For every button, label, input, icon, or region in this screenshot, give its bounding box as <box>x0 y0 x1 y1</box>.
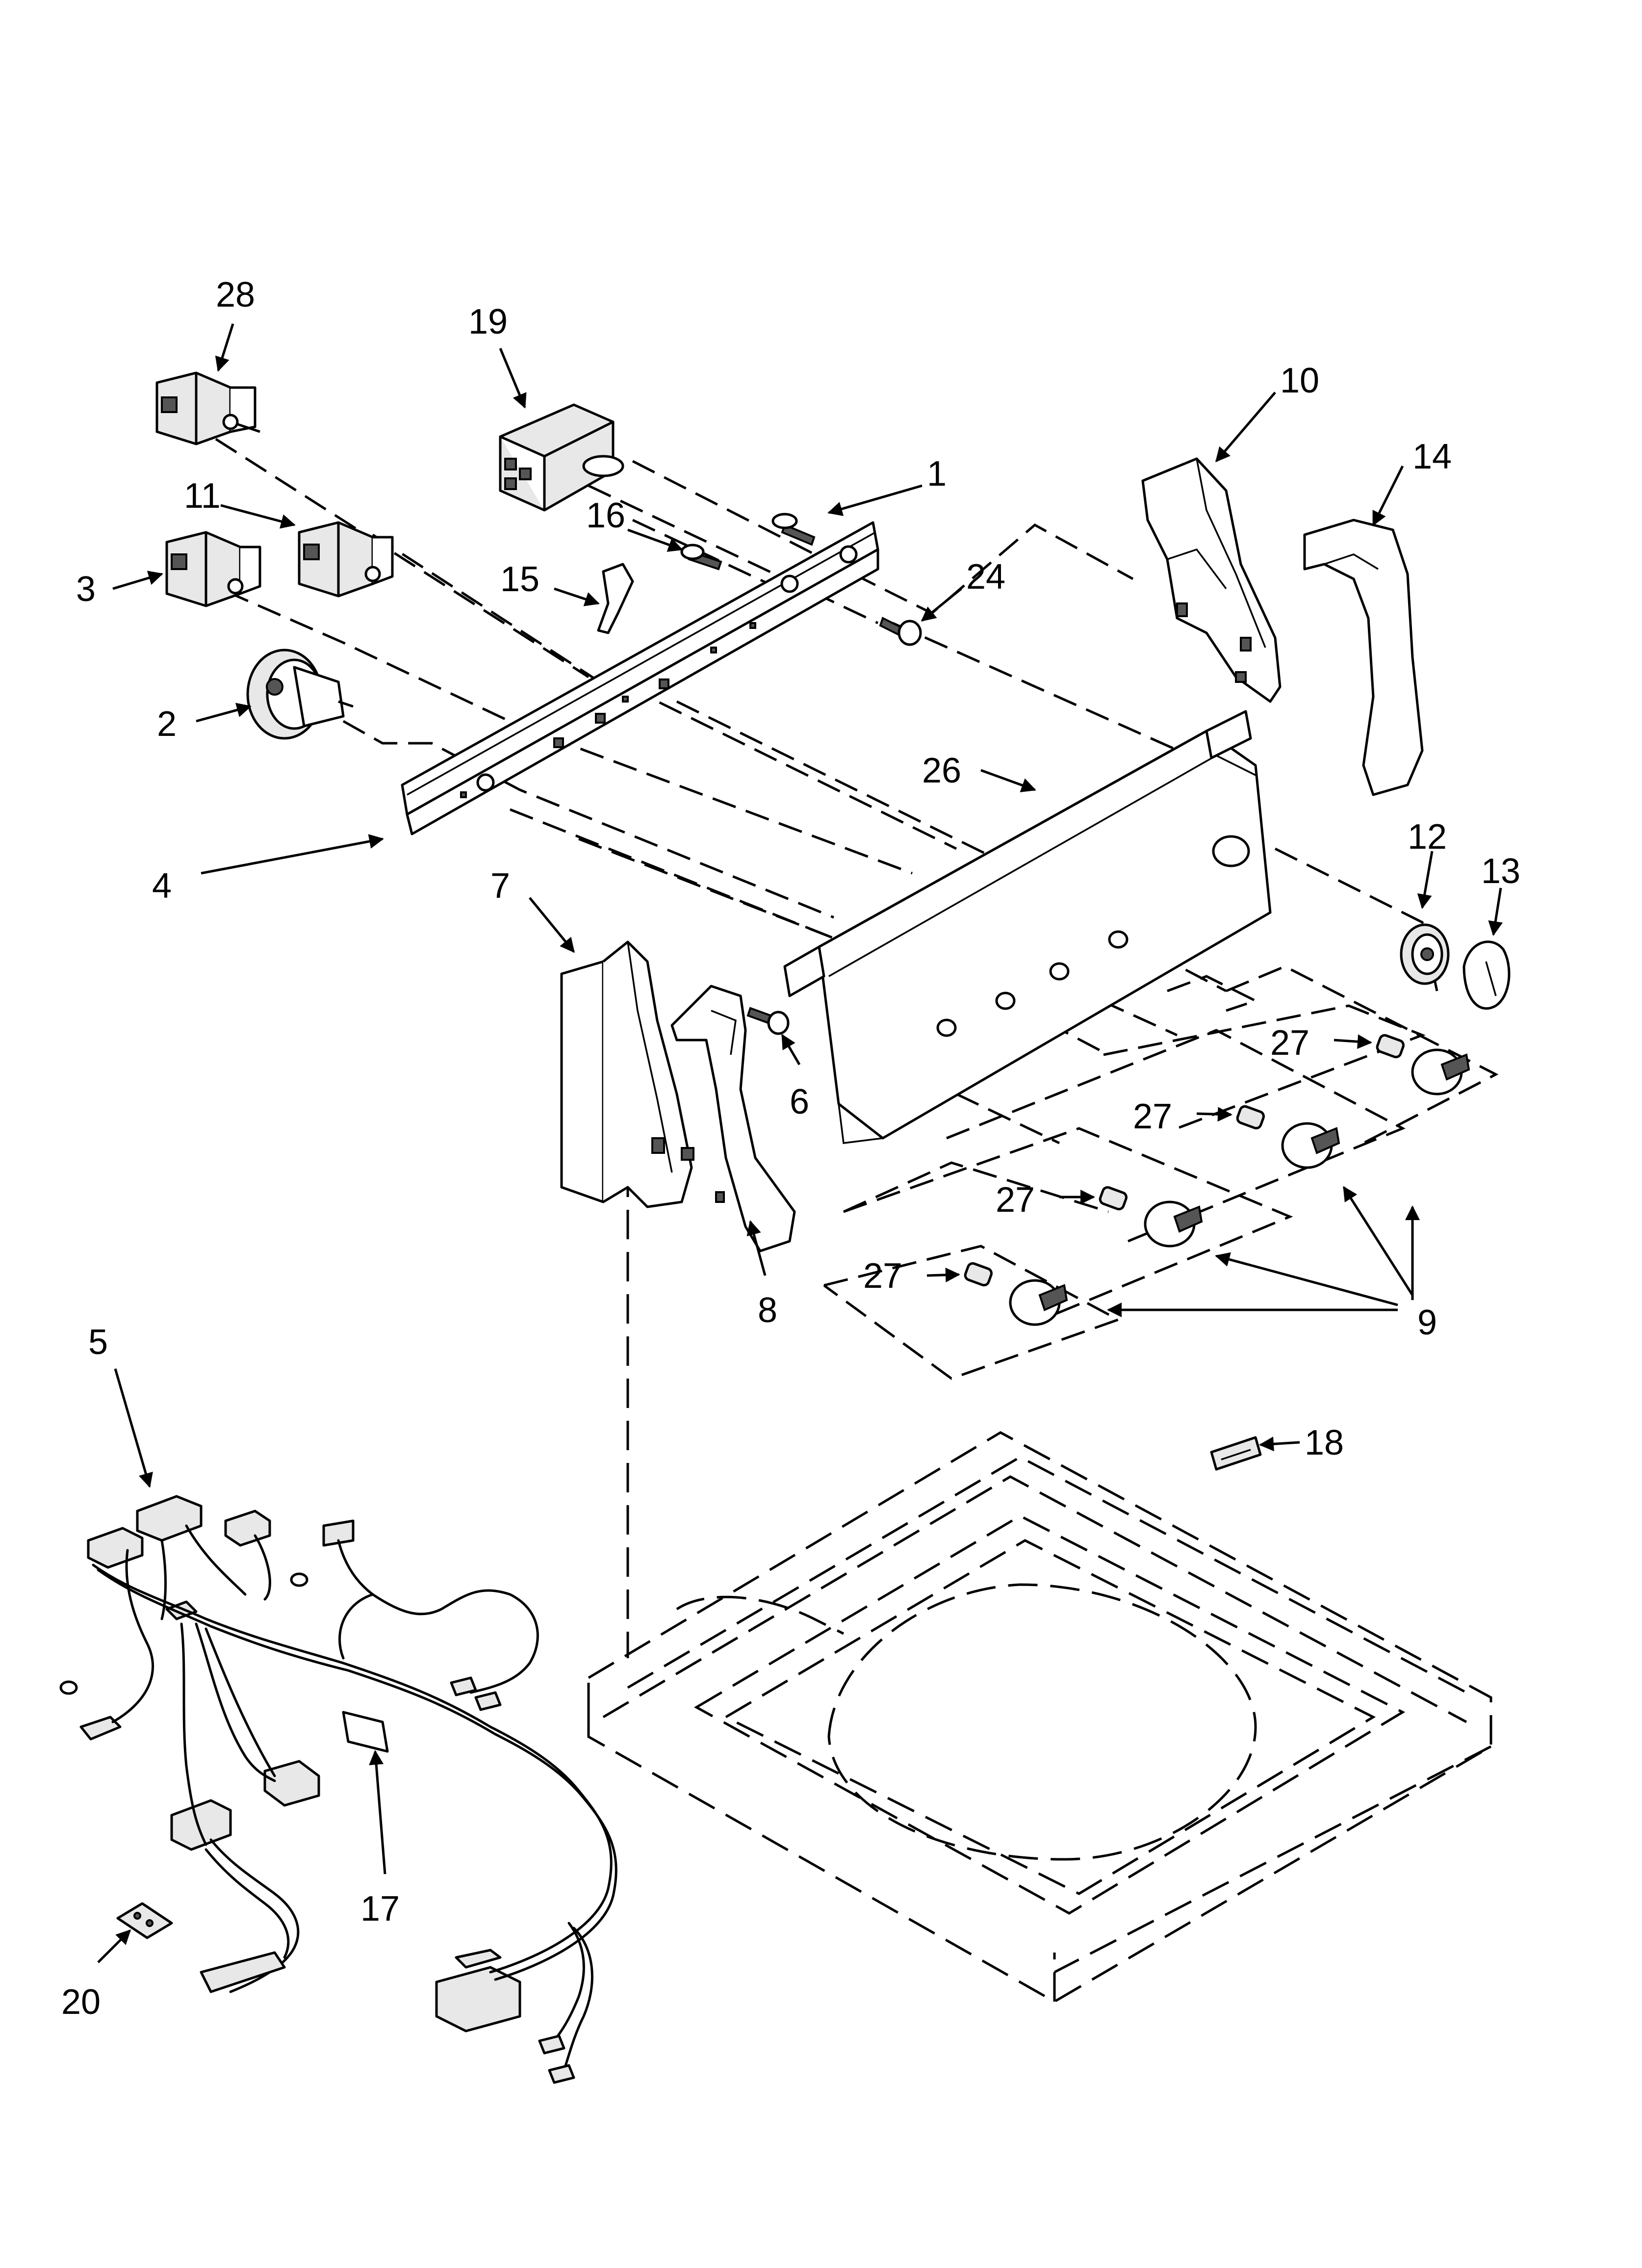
callout-11: 11 <box>184 476 221 516</box>
part-17-ferrite <box>342 1711 389 1753</box>
callout-13: 13 <box>1481 852 1520 891</box>
part-15-clip <box>597 563 634 634</box>
part-27-button-2 <box>1236 1105 1265 1130</box>
callout-6: 6 <box>790 1082 809 1121</box>
part-10-end-cap <box>1141 457 1282 703</box>
part-20-board <box>116 1902 173 1939</box>
callout-26: 26 <box>922 751 961 790</box>
callout-4: 4 <box>152 866 172 906</box>
part-8-end-cap-cover <box>670 985 796 1252</box>
callout-27-d: 27 <box>863 1256 902 1296</box>
callout-leaders <box>97 323 1503 1963</box>
callout-10: 10 <box>1280 361 1319 400</box>
part-6-screw <box>746 1007 790 1035</box>
callout-8: 8 <box>758 1291 777 1330</box>
part-19-pressure-switch <box>499 403 624 512</box>
callout-18: 18 <box>1305 1423 1344 1462</box>
part-7-end-cap <box>560 940 694 1208</box>
callout-7: 7 <box>490 866 510 906</box>
washer-top-outline <box>587 1431 1492 2003</box>
callout-2: 2 <box>157 704 177 744</box>
callout-3: 3 <box>76 570 96 609</box>
part-9-knob-4 <box>1009 1279 1068 1326</box>
callout-27-c: 27 <box>996 1180 1035 1220</box>
part-13-knob <box>1462 940 1511 1010</box>
callout-5: 5 <box>88 1323 108 1362</box>
part-1-screw <box>771 513 816 546</box>
part-27-button-3 <box>1099 1186 1128 1211</box>
callout-15: 15 <box>500 560 539 599</box>
callout-12: 12 <box>1408 817 1447 857</box>
assembly-guide-lines <box>215 438 1499 1658</box>
part-27-button-1 <box>1376 1034 1405 1059</box>
part-24-screw <box>879 617 922 646</box>
part-18-label <box>1210 1436 1262 1471</box>
part-9-knob-3 <box>1144 1200 1203 1248</box>
part-12-bezel <box>1400 923 1450 985</box>
part-28-switch <box>155 371 260 445</box>
callout-16: 16 <box>586 496 625 535</box>
callout-28: 28 <box>216 275 255 314</box>
callout-27-a: 27 <box>1270 1023 1309 1063</box>
part-26-console <box>783 710 1272 1144</box>
part-2-timer <box>246 649 354 740</box>
part-4-console-bracket <box>401 521 879 835</box>
part-5-wire-harness <box>59 1495 617 2084</box>
callout-9: 9 <box>1417 1303 1437 1342</box>
callout-27-b: 27 <box>1133 1097 1172 1136</box>
callout-17: 17 <box>360 1889 400 1929</box>
callout-19: 19 <box>468 302 508 341</box>
part-27-button-4 <box>964 1262 993 1287</box>
part-11-switch <box>298 521 394 598</box>
callout-20: 20 <box>61 1982 101 2022</box>
part-9-knob-1 <box>1411 1048 1470 1095</box>
part-9-knob-2 <box>1281 1122 1340 1169</box>
callout-labels: 28 19 10 14 1 11 3 16 15 24 2 26 12 13 4… <box>61 275 1520 2022</box>
callout-24: 24 <box>966 557 1005 597</box>
part-14-end-cap-cover <box>1303 519 1424 796</box>
callout-1: 1 <box>927 454 947 494</box>
callout-14: 14 <box>1412 437 1452 476</box>
part-3-switch <box>165 531 261 607</box>
part-16-screw <box>680 544 722 571</box>
